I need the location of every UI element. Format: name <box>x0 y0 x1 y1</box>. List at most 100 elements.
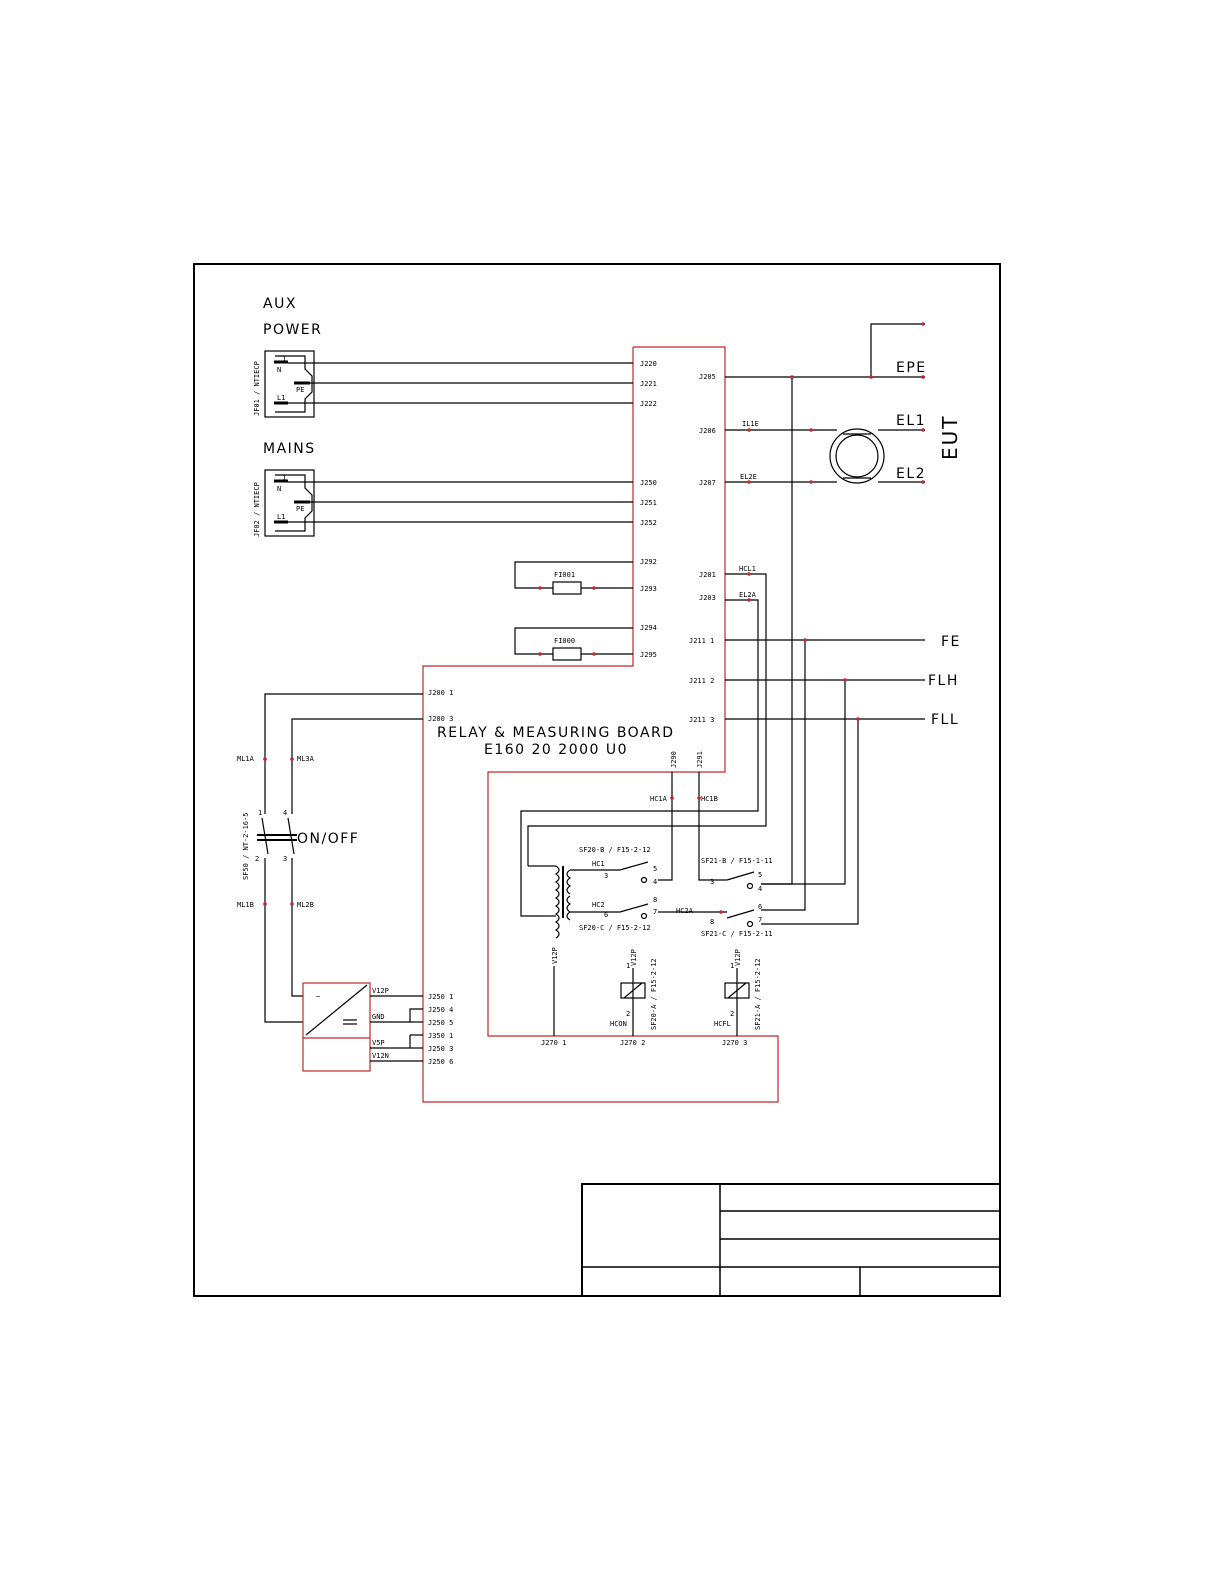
net-gnd: GND <box>372 1013 385 1021</box>
pin-j200-3: J200 3 <box>428 715 453 723</box>
mains-heading: MAINS <box>263 441 316 457</box>
sf21b-label: SF21-B / F15-1-11 <box>701 857 773 865</box>
net-v12n: V12N <box>372 1052 389 1060</box>
on-off-label: ON/OFF <box>297 831 359 847</box>
board-name: RELAY & MEASURING BOARD <box>437 725 675 741</box>
output-flh: FLH <box>928 673 959 689</box>
pin-j290: J290 <box>670 751 678 768</box>
output-el2: EL2 <box>896 466 926 482</box>
eut-output-wiring: IL1E EL2E HCL1 EL2A <box>725 323 925 720</box>
input-wires <box>288 362 633 523</box>
net-v12p-1: V12P <box>551 947 559 964</box>
sf20b-contact-3: 3 <box>604 872 608 880</box>
sf20c-label: SF20-C / F15-2-12 <box>579 924 651 932</box>
net-el2e: EL2E <box>740 473 757 481</box>
power-heading: POWER <box>263 322 322 338</box>
pin-j270-1: J270 1 <box>541 1039 566 1047</box>
output-el1: EL1 <box>896 413 926 429</box>
jf01-pin-l1: L1 <box>277 394 285 402</box>
sf21a-coil-2: 2 <box>730 1010 734 1018</box>
pin-j350-1: J350 1 <box>428 1032 453 1040</box>
sf20c-contact-8: 8 <box>653 896 657 904</box>
sf21b-contact-4: 4 <box>758 885 762 893</box>
pin-j207: J207 <box>699 479 716 487</box>
net-hc2a: HC2A <box>676 907 694 915</box>
relay-sf20-contacts: SF20-B / F15-2-12 HC1 3 5 4 HC2 6 8 7 SF… <box>579 795 727 932</box>
net-hc1a: HC1A <box>650 795 668 803</box>
pin-j200-1: J200 1 <box>428 689 453 697</box>
pin-j291: J291 <box>696 751 704 768</box>
pin-j252: J252 <box>640 519 657 527</box>
board-code: E160 20 2000 U0 <box>484 742 628 758</box>
net-il1e: IL1E <box>742 420 759 428</box>
net-v5p: V5P <box>372 1039 385 1047</box>
title-block <box>581 1183 1001 1297</box>
fuse-fi000: FI000 <box>514 627 633 661</box>
eut-label: EUT <box>938 415 962 461</box>
junction-dots <box>263 322 925 914</box>
sf21c-label: SF21-C / F15-2-11 <box>701 930 773 938</box>
sf20a-coil-1: 1 <box>626 962 630 970</box>
pin-j295: J295 <box>640 651 657 659</box>
output-fe: FE <box>941 634 961 650</box>
sf21c-contact-8: 8 <box>710 918 714 926</box>
pin-j201: J201 <box>699 571 716 579</box>
jf01-pin-1: 1 <box>282 355 286 363</box>
board-left-pins: J220 J221 J222 J250 J251 J252 J292 J293 … <box>428 360 657 723</box>
pin-j250-5: J250 5 <box>428 1019 453 1027</box>
drawing-frame <box>193 263 1001 1297</box>
net-hc1: HC1 <box>592 860 605 868</box>
pin-j250-4: J250 4 <box>428 1006 453 1014</box>
sf21b-contact-5: 5 <box>758 871 762 879</box>
pin-j270-3: J270 3 <box>722 1039 747 1047</box>
net-ml2b: ML2B <box>297 901 314 909</box>
sf50-contact-2: 2 <box>255 855 259 863</box>
sf50-contact-4: 4 <box>283 809 287 817</box>
sf21c-contact-6: 6 <box>758 903 762 911</box>
net-v12p-2: V12P <box>630 949 638 966</box>
sf21b-contact-3: 3 <box>710 878 714 886</box>
jf02-label: JF02 / NTIECP <box>253 482 261 537</box>
pin-j293: J293 <box>640 585 657 593</box>
pin-j220: J220 <box>640 360 657 368</box>
sf20b-label: SF20-B / F15-2-12 <box>579 846 651 854</box>
sf20c-contact-7: 7 <box>653 908 657 916</box>
fi000-label: FI000 <box>554 637 575 645</box>
pin-j205: J205 <box>699 373 716 381</box>
jf01-pin-pe: PE <box>296 386 304 394</box>
net-ml1b: ML1B <box>237 901 254 909</box>
net-hcfl: HCFL <box>714 1020 731 1028</box>
aux-heading: AUX <box>263 296 297 312</box>
sf20b-contact-4: 4 <box>653 878 657 886</box>
sf21a-label: SF21-A / F15-2-12 <box>754 958 762 1030</box>
pin-j251: J251 <box>640 499 657 507</box>
svg-text:~: ~ <box>316 993 320 1001</box>
transformer <box>528 865 620 939</box>
pin-j250: J250 <box>640 479 657 487</box>
jf02-pin-n: N <box>277 485 281 493</box>
net-hcon: HCON <box>610 1020 627 1028</box>
pin-j211-1: J211 1 <box>689 637 714 645</box>
pin-j221: J221 <box>640 380 657 388</box>
sf21c-contact-7: 7 <box>758 916 762 924</box>
mains-inlet: 1 N PE L1 JF02 / NTIECP <box>253 469 315 537</box>
pin-j250-6: J250 6 <box>428 1058 453 1066</box>
fuse-fi001: FI001 <box>514 561 633 595</box>
relay-board-outline: RELAY & MEASURING BOARD E160 20 2000 U0 <box>422 346 779 1103</box>
net-v12p-psu: V12P <box>372 987 389 995</box>
pin-j206: J206 <box>699 427 716 435</box>
pin-j222: J222 <box>640 400 657 408</box>
sf20c-contact-6: 6 <box>604 911 608 919</box>
pin-j211-3: J211 3 <box>689 716 714 724</box>
jf01-pin-n: N <box>277 366 281 374</box>
net-el2a: EL2A <box>739 591 757 599</box>
pin-j270-2: J270 2 <box>620 1039 645 1047</box>
pin-j250-1: J250 1 <box>428 993 453 1001</box>
net-v12p-3: V12P <box>734 949 742 966</box>
on-off-switch: 1 4 2 3 ON/OFF SF50 / NT-2-16-5 ML1A ML3… <box>237 693 423 1023</box>
sf20a-label: SF20-A / F15-2-12 <box>650 958 658 1030</box>
net-ml3a: ML3A <box>297 755 315 763</box>
pin-j292: J292 <box>640 558 657 566</box>
relay-bus-wires <box>520 377 859 925</box>
